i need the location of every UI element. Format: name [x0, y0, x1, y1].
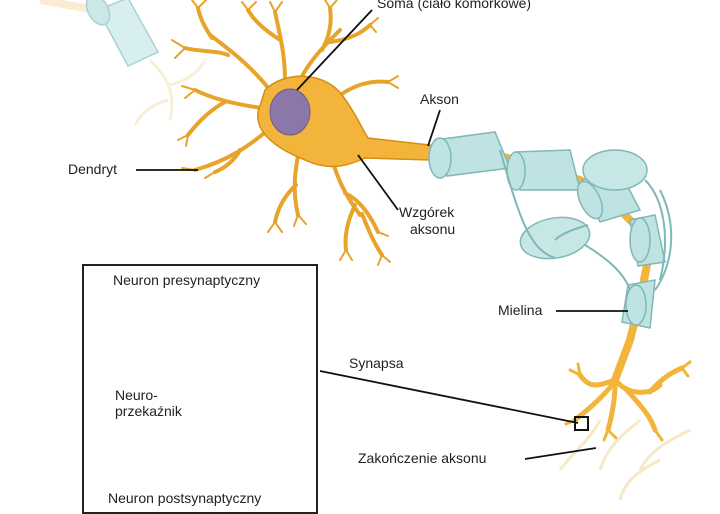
label-neuroprzekaznik-line2: przekaźnik: [115, 403, 182, 419]
nucleus: [269, 88, 311, 136]
dendrite-tree: [183, 6, 390, 257]
synapse-marker: [574, 416, 589, 431]
myelin-sheath: [428, 131, 666, 329]
label-soma: Soma (ciało komórkowe): [377, 0, 532, 11]
label-wzgorek-line1: Wzgórek: [399, 204, 455, 220]
faded-myelin-segment: [85, 0, 160, 67]
label-mielina: Mielina: [498, 302, 543, 318]
inset-bottom-label: Neuron postsynaptyczny: [108, 490, 262, 506]
dendrite-twigs: [171, 0, 399, 266]
myelin-connectors: [499, 149, 673, 291]
label-akson: Akson: [420, 91, 459, 107]
label-neuroprzekaznik-line1: Neuro-: [115, 387, 158, 403]
synapse-inset: [82, 264, 318, 514]
axon-terminal-branches: [572, 365, 685, 433]
label-zakonczenie: Zakończenie aksonu: [358, 450, 487, 466]
label-wzgorek-line2: aksonu: [410, 221, 456, 237]
label-synapsa: Synapsa: [349, 355, 404, 371]
inset-title: Neuron presynaptyczny: [113, 272, 261, 288]
faded-postsynaptic-dendrites: [558, 418, 691, 500]
faded-neighbour-neuron: [39, 0, 207, 126]
label-dendryt: Dendryt: [68, 161, 118, 177]
leader-lines: [136, 9, 628, 460]
